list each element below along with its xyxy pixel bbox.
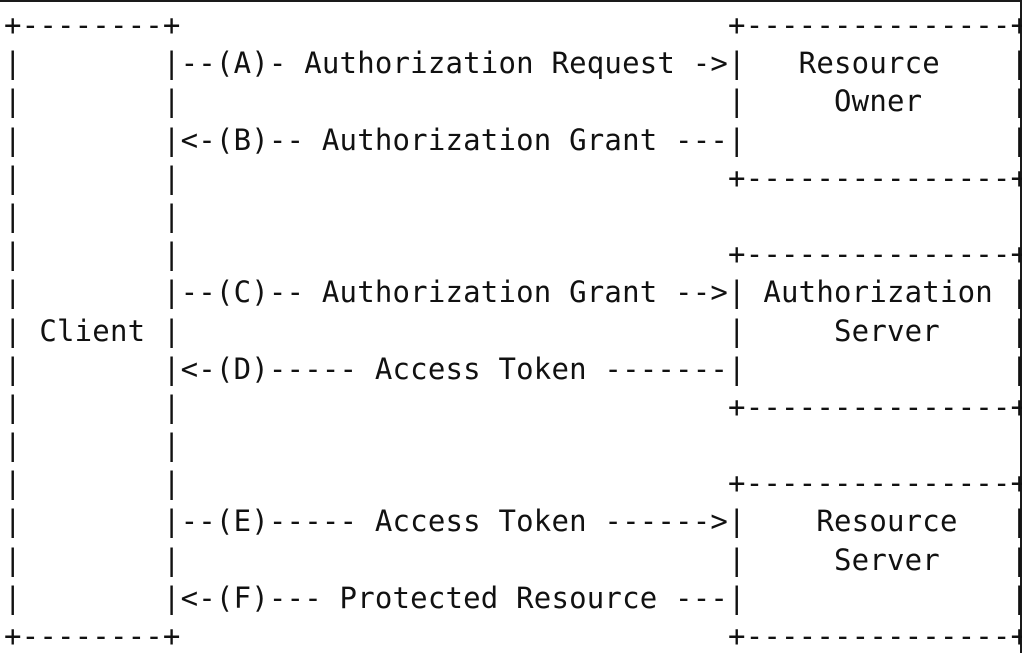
- diagram-line-bottom-border: +--------+ +---------------+: [4, 619, 1022, 653]
- diagram-line-resource-owner-bottom: | | +---------------+: [4, 160, 1022, 195]
- diagram-line-resource-server-top: | | +---------------+: [4, 466, 1022, 501]
- diagram-line-spacer-2: | |: [4, 428, 181, 463]
- diagram-line-authorization-server-bottom: | | +---------------+: [4, 389, 1022, 424]
- diagram-line-access-token-e: | |--(E)----- Access Token ------>| Reso…: [4, 504, 1022, 539]
- diagram-line-top-border: +--------+ +---------------+: [4, 8, 1022, 42]
- diagram-line-authorization-server-top: | | +---------------+: [4, 237, 1022, 272]
- diagram-line-access-token-d: | |<-(D)----- Access Token -------| |: [4, 351, 1022, 386]
- diagram-line-protected-resource-f: | |<-(F)--- Protected Resource ---| |: [4, 580, 1022, 615]
- diagram-line-resource-owner-label: | | | Owner |: [4, 84, 1022, 119]
- diagram-line-resource-server-label: | | | Server |: [4, 542, 1022, 577]
- diagram-line-authorization-request: | |--(A)- Authorization Request ->| Reso…: [4, 46, 1022, 81]
- diagram-line-authorization-grant-b: | |<-(B)-- Authorization Grant ---| |: [4, 122, 1022, 157]
- diagram-line-authorization-grant-c: | |--(C)-- Authorization Grant -->| Auth…: [4, 275, 1022, 310]
- diagram-line-client-label: | Client | | Server |: [4, 313, 1022, 348]
- diagram-line-spacer-1: | |: [4, 198, 181, 233]
- oauth-flow-ascii-diagram: +--------+ +---------------+ | |--(A)- Au…: [4, 6, 1022, 655]
